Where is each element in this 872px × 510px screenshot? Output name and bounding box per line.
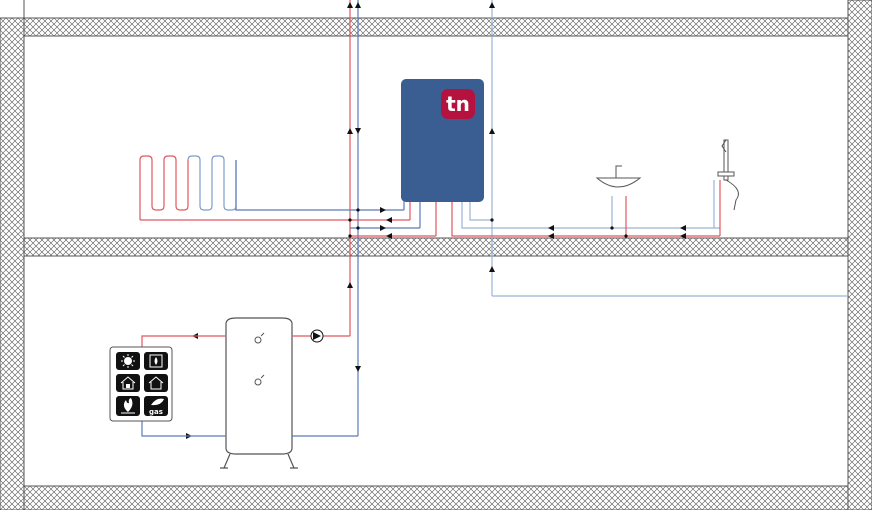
energy-source-panel: gas <box>109 346 173 422</box>
heat-interface-unit: tn <box>401 79 484 202</box>
flame-icon <box>116 396 140 416</box>
storage-tank <box>220 317 298 469</box>
brand-logo-text: tn <box>446 92 470 116</box>
temperature-sensor-icon <box>254 332 265 344</box>
gas-icon: gas <box>144 396 168 416</box>
sun-icon <box>116 352 140 370</box>
gas-label: gas <box>149 408 163 416</box>
tank-pipes <box>141 335 358 437</box>
brand-logo <box>441 89 475 119</box>
house-heat-pump-icon <box>116 374 140 392</box>
wash-basin <box>595 165 642 188</box>
house-icon <box>144 374 168 392</box>
flow-arrows <box>186 2 686 439</box>
underfloor-heating-coil <box>139 155 350 221</box>
vertical-risers <box>349 0 848 436</box>
distribution-pipes <box>350 180 721 237</box>
pump-icon <box>310 329 324 343</box>
fireplace-icon <box>144 352 168 370</box>
temperature-sensor-icon <box>254 374 265 386</box>
shower <box>717 139 739 211</box>
